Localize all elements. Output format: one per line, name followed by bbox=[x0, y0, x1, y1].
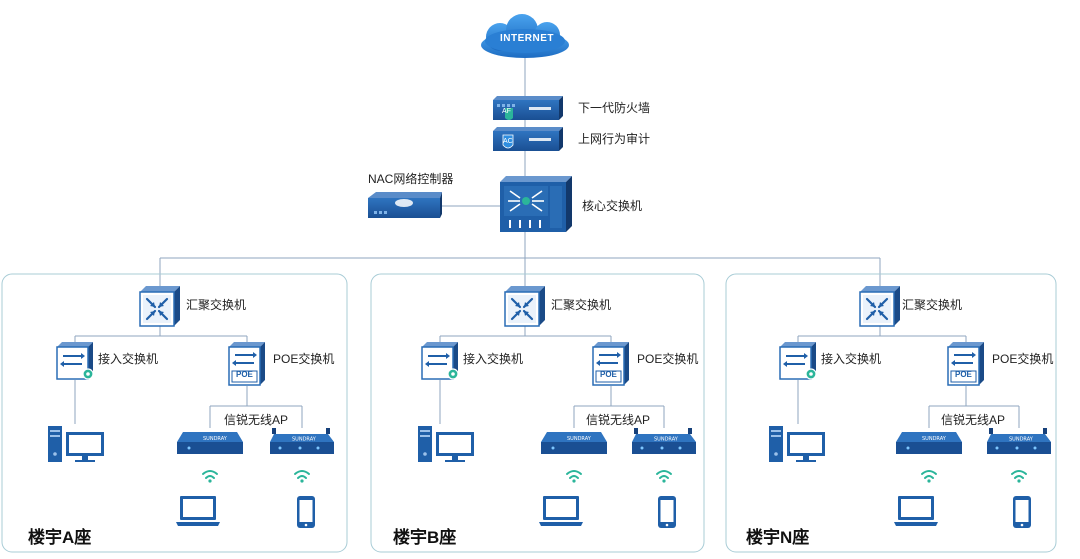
building-n-wifi-1-icon bbox=[921, 470, 937, 484]
building-n-name: 楼宇N座 bbox=[746, 528, 810, 547]
building-n-phone-icon bbox=[1013, 496, 1031, 528]
building-a-name: 楼宇A座 bbox=[28, 528, 92, 547]
building-n-aggregation-label: 汇聚交换机 bbox=[902, 298, 963, 312]
building-a-ap-1-icon bbox=[177, 432, 243, 454]
building-panel-a bbox=[1, 273, 348, 553]
building-n-ap-2-icon bbox=[987, 428, 1051, 454]
building-b-ap-2-icon bbox=[632, 428, 696, 454]
building-n-laptop-icon bbox=[894, 496, 938, 526]
building-n-access-switch-icon bbox=[779, 341, 817, 380]
building-b-phone-icon bbox=[658, 496, 676, 528]
building-b-desktop-pc-icon bbox=[418, 426, 474, 462]
building-b-links bbox=[439, 326, 665, 428]
internet-cloud-icon bbox=[481, 14, 569, 58]
building-b-ap-label: 信锐无线AP bbox=[583, 413, 654, 427]
building-b-laptop-icon bbox=[539, 496, 583, 526]
core-switch-icon bbox=[500, 176, 572, 232]
building-b-access-label: 接入交换机 bbox=[463, 352, 524, 366]
building-n-poe-badge: POE bbox=[955, 370, 972, 379]
building-a-ap-label: 信锐无线AP bbox=[221, 413, 292, 427]
building-a-links bbox=[74, 326, 303, 428]
building-b-poe-label: POE交换机 bbox=[637, 352, 699, 366]
building-b-aggregation-label: 汇聚交换机 bbox=[551, 298, 612, 312]
building-b-poe-badge: POE bbox=[600, 370, 617, 379]
audit-device-icon bbox=[493, 127, 563, 151]
building-b-ap-1-icon bbox=[541, 432, 607, 454]
building-a-laptop-icon bbox=[176, 496, 220, 526]
building-panel-n bbox=[725, 273, 1057, 553]
building-n-ap-label: 信锐无线AP bbox=[938, 413, 1009, 427]
core-switch-label: 核心交换机 bbox=[582, 199, 643, 213]
building-a-aggregation-label: 汇聚交换机 bbox=[186, 298, 247, 312]
building-n-wifi-2-icon bbox=[1011, 470, 1027, 484]
building-n-desktop-pc-icon bbox=[769, 426, 825, 462]
building-a-wifi-1-icon bbox=[202, 470, 218, 484]
firewall-device-icon bbox=[493, 96, 563, 120]
nac-label: NAC网络控制器 bbox=[368, 172, 454, 186]
building-b-wifi-2-icon bbox=[656, 470, 672, 484]
building-a-poe-label: POE交换机 bbox=[273, 352, 335, 366]
nac-controller-icon bbox=[368, 192, 442, 218]
building-b-wifi-1-icon bbox=[566, 470, 582, 484]
building-n-ap-1-icon bbox=[896, 432, 962, 454]
internet-label: INTERNET bbox=[500, 33, 554, 44]
building-b-name: 楼宇B座 bbox=[393, 528, 457, 547]
building-b-aggregation-switch-icon bbox=[503, 284, 547, 328]
building-n-access-label: 接入交换机 bbox=[821, 352, 882, 366]
building-a-desktop-pc-icon bbox=[48, 426, 104, 462]
building-b-access-switch-icon bbox=[421, 341, 459, 380]
building-n-links bbox=[797, 326, 1020, 428]
building-a-access-label: 接入交换机 bbox=[98, 352, 159, 366]
building-a-phone-icon bbox=[297, 496, 315, 528]
audit-label: 上网行为审计 bbox=[578, 132, 651, 146]
building-a-access-switch-icon bbox=[56, 341, 94, 380]
backbone-links bbox=[159, 58, 881, 286]
building-a-ap-2-icon bbox=[270, 428, 334, 454]
building-a-poe-badge: POE bbox=[236, 370, 253, 379]
ac-badge: AC bbox=[503, 138, 513, 145]
building-n-poe-label: POE交换机 bbox=[992, 352, 1054, 366]
building-a-aggregation-switch-icon bbox=[138, 284, 182, 328]
building-a-wifi-2-icon bbox=[294, 470, 310, 484]
af-badge: AF bbox=[502, 108, 511, 115]
building-panel-b bbox=[370, 273, 705, 553]
building-n-aggregation-switch-icon bbox=[858, 284, 902, 328]
firewall-label: 下一代防火墙 bbox=[578, 101, 651, 115]
